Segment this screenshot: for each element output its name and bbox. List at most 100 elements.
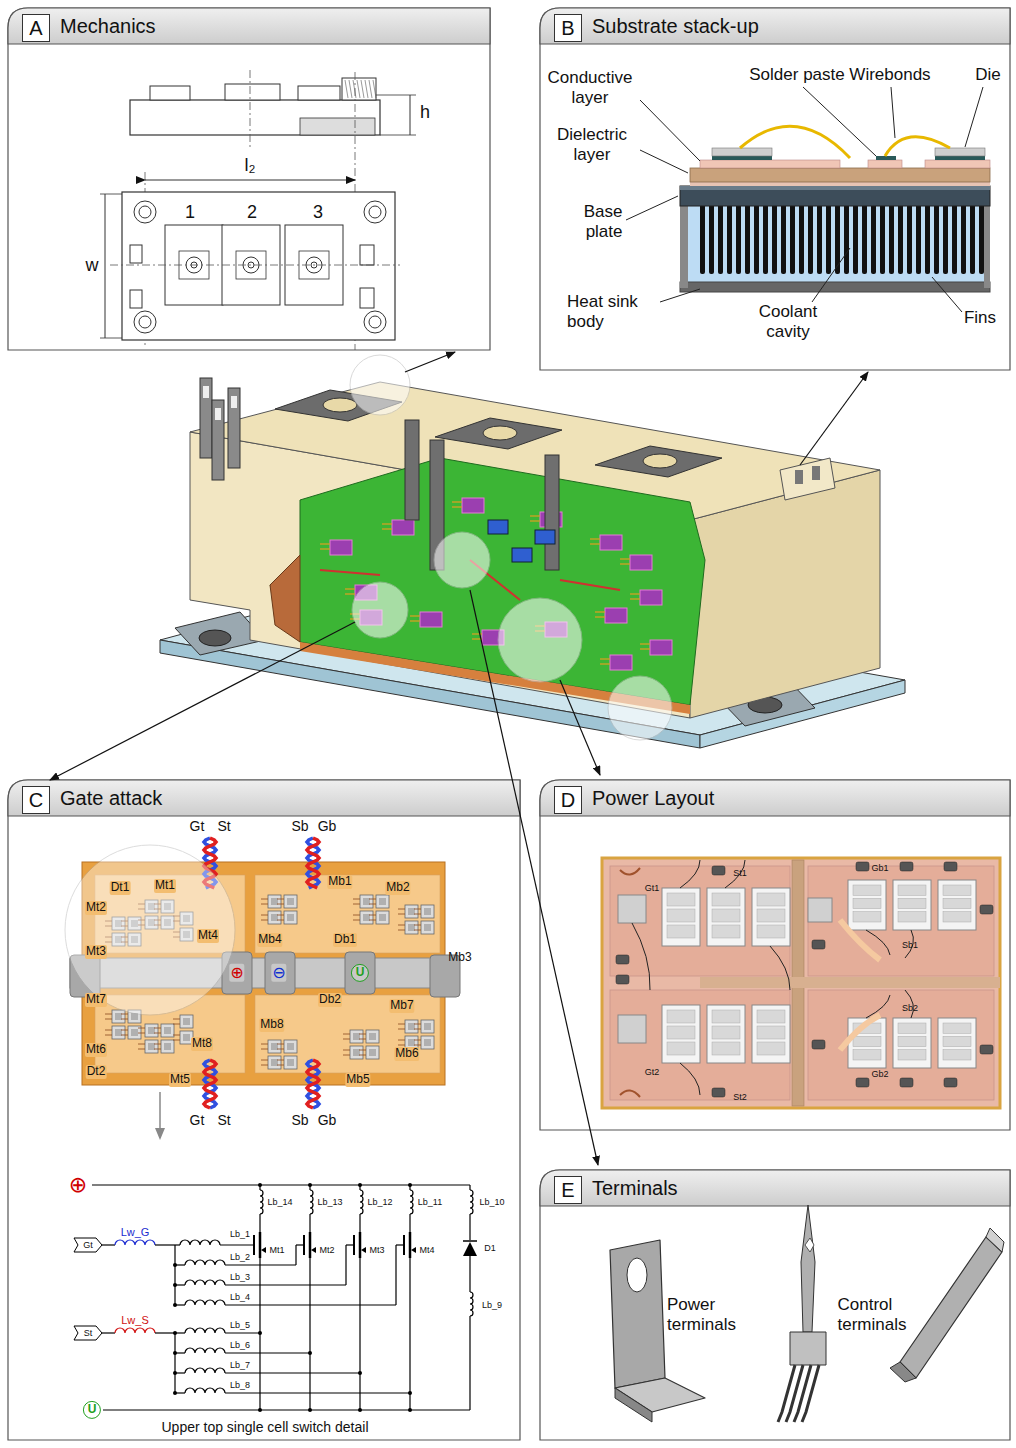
cutaway [270,555,300,642]
part-label: h [420,102,430,123]
port-symbol [74,1238,102,1252]
control-terminal [801,1205,815,1332]
mosfet-arrow [361,1247,366,1253]
bond-wire [632,923,650,990]
wirebond [261,899,268,900]
wirebond [630,593,640,594]
inductor-symbol [470,1190,473,1214]
capacitor [488,520,508,534]
fin [808,204,813,274]
wirebond [590,543,600,544]
wirebond [359,1050,366,1051]
die-pad [271,1043,278,1050]
signal-label: Mb7 [389,999,414,1013]
fin [763,204,768,274]
die [360,895,373,908]
leader-line [891,87,895,138]
die-cell [943,1036,971,1046]
wirebond [382,523,392,524]
wirebond [595,616,605,617]
signal-label: Mt8 [191,1037,213,1051]
die-pad [353,1033,360,1040]
wire [225,1332,260,1333]
twisted-wire [307,838,319,888]
pad [900,1078,913,1087]
die-pad [287,1059,294,1066]
dimension-line [145,180,355,181]
signal-label: Dt1 [110,881,131,895]
die [650,640,672,655]
die [935,148,985,156]
panel-title: Power Layout [592,787,714,810]
die-cell [712,1042,740,1055]
inductor-symbol [185,1348,225,1353]
base-plate-top [680,186,990,190]
fin [898,204,903,274]
power-terminal [610,1240,665,1388]
mosfet-arrow [311,1247,316,1253]
panel-header [540,1170,1010,1206]
wire [155,1244,175,1245]
die [421,905,434,918]
fin [871,204,876,274]
mosfet-arrow [261,1247,266,1253]
pin-hole [805,1238,814,1252]
part-label: Control terminals [838,1295,923,1334]
fin [709,204,714,274]
wirebond [105,1030,112,1031]
wirebond [353,920,360,921]
inductor-symbol [115,1240,155,1245]
panel-header [540,8,1010,44]
signal-label: Dt2 [86,1065,107,1079]
mount-hole [364,311,386,333]
twisted-wire [307,838,319,888]
panel-header [8,8,490,44]
wirebond [885,137,950,156]
inductor-symbol [185,1388,225,1393]
die [360,911,373,924]
center-line [110,265,400,266]
terminal-tab [345,952,375,994]
signal-label: Gt [190,818,205,834]
signal-label: ⊖ [271,964,286,982]
hatch [373,80,376,98]
part-label: Heat sink body [567,292,657,331]
signal-label: St [217,1112,230,1128]
die-cell [757,1010,785,1023]
signal-label: Mb8 [259,1018,284,1032]
die-group [893,1018,931,1068]
part-label: 2 [247,202,257,223]
die-group [752,888,790,946]
fin [844,204,849,274]
conductive-layer [700,160,840,168]
signal-label: Sb1 [902,940,918,950]
die [284,1056,297,1069]
wirebond [154,1033,161,1034]
panel-letter-box: E [554,1176,582,1204]
signal-label: Gb [318,818,337,834]
wirebond [105,1019,112,1020]
part-label: Coolant cavity [748,302,828,341]
mount-hole [134,201,156,223]
die-cell [898,885,926,895]
wirebond [353,899,360,900]
die-cell [853,1036,881,1046]
signal-label: Mt7 [85,993,107,1007]
wire [296,1244,304,1245]
terminal-hole [323,398,357,412]
die-group [662,888,700,946]
wirebond [410,615,420,616]
terminal-hole [643,454,677,468]
inductor-symbol [410,1190,413,1214]
die [600,535,622,550]
node-symbol: U [351,964,369,982]
wirebond [261,1060,268,1061]
die-pad [379,914,386,921]
die-cell [757,1042,785,1055]
module-top-view [122,192,395,340]
mount-hole [364,201,386,223]
die [350,1030,363,1043]
wirebond [398,925,405,926]
wire [225,1352,310,1353]
